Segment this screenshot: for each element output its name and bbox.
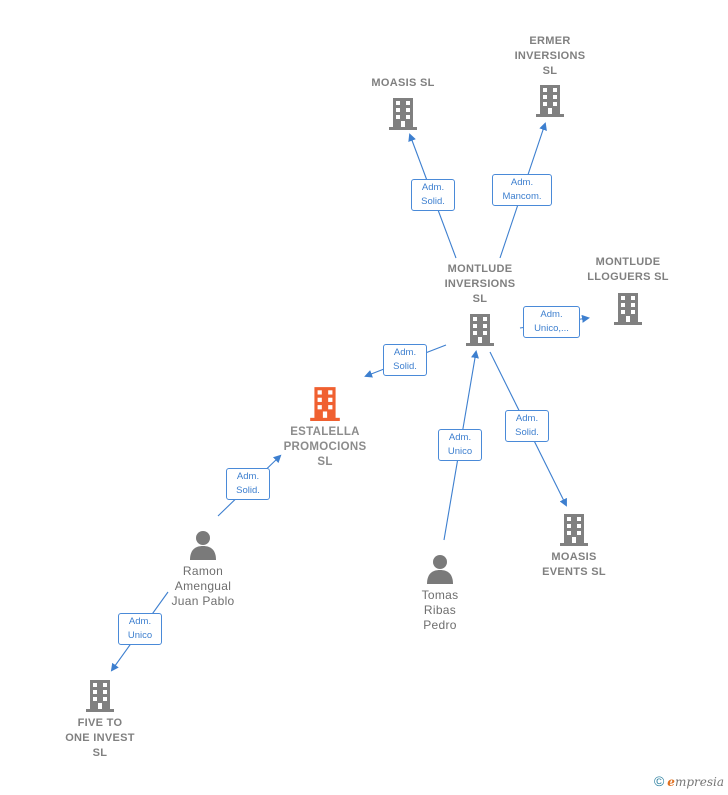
node-name: ERMER INVERSIONS SL bbox=[514, 35, 586, 77]
building-icon bbox=[536, 85, 564, 117]
building-icon bbox=[86, 680, 114, 712]
node-name: MOASIS SL bbox=[371, 77, 435, 89]
node-name: Tomas Ribas Pedro bbox=[421, 588, 459, 632]
node-estalella-promocions-sl[interactable]: ESTALELLA PROMOCIONS SL bbox=[270, 385, 380, 470]
copyright-icon: © bbox=[653, 773, 665, 789]
node-person-ramon[interactable]: Ramon Amengual Juan Pablo bbox=[155, 530, 251, 609]
edge-label-e3: Adm.Unico,... bbox=[523, 306, 580, 338]
node-moasis-events-sl[interactable]: MOASIS EVENTS SL bbox=[526, 512, 622, 580]
edge-label-e6: Adm.Solid. bbox=[505, 410, 549, 442]
node-montlude-inversions-sl[interactable]: MONTLUDE INVERSIONS SL bbox=[432, 262, 528, 346]
node-name: FIVE TO ONE INVEST SL bbox=[65, 717, 135, 759]
node-person-tomas[interactable]: Tomas Ribas Pedro bbox=[392, 554, 488, 633]
building-icon bbox=[389, 98, 417, 130]
edge-label-e7: Adm.Solid. bbox=[226, 468, 270, 500]
person-icon bbox=[190, 531, 216, 560]
node-montlude-lloguers-sl[interactable]: MONTLUDE LLOGUERS SL bbox=[576, 255, 680, 325]
node-name: MONTLUDE INVERSIONS SL bbox=[444, 263, 516, 305]
edge-label-e5: Adm.Unico bbox=[438, 429, 482, 461]
node-name: ESTALELLA PROMOCIONS SL bbox=[283, 426, 367, 468]
person-icon bbox=[427, 555, 453, 584]
building-icon bbox=[310, 387, 340, 421]
building-icon bbox=[614, 293, 642, 325]
building-icon bbox=[466, 314, 494, 346]
node-name: MOASIS EVENTS SL bbox=[542, 551, 606, 578]
edge-label-e4: Adm.Solid. bbox=[383, 344, 427, 376]
edge-label-e1: Adm.Solid. bbox=[411, 179, 455, 211]
building-icon bbox=[560, 514, 588, 546]
node-name: Ramon Amengual Juan Pablo bbox=[171, 564, 235, 608]
edge-label-e2: Adm.Mancom. bbox=[492, 174, 552, 206]
edge-label-e8: Adm.Unico bbox=[118, 613, 162, 645]
node-moasis-sl[interactable]: MOASIS SL bbox=[355, 76, 451, 130]
node-five-to-one-invest-sl[interactable]: FIVE TO ONE INVEST SL bbox=[50, 678, 150, 761]
node-name: MONTLUDE LLOGUERS SL bbox=[587, 256, 669, 283]
empresia-logo[interactable]: ©empresia bbox=[653, 773, 724, 789]
node-ermer-inversions-sl[interactable]: ERMER INVERSIONS SL bbox=[502, 34, 598, 117]
